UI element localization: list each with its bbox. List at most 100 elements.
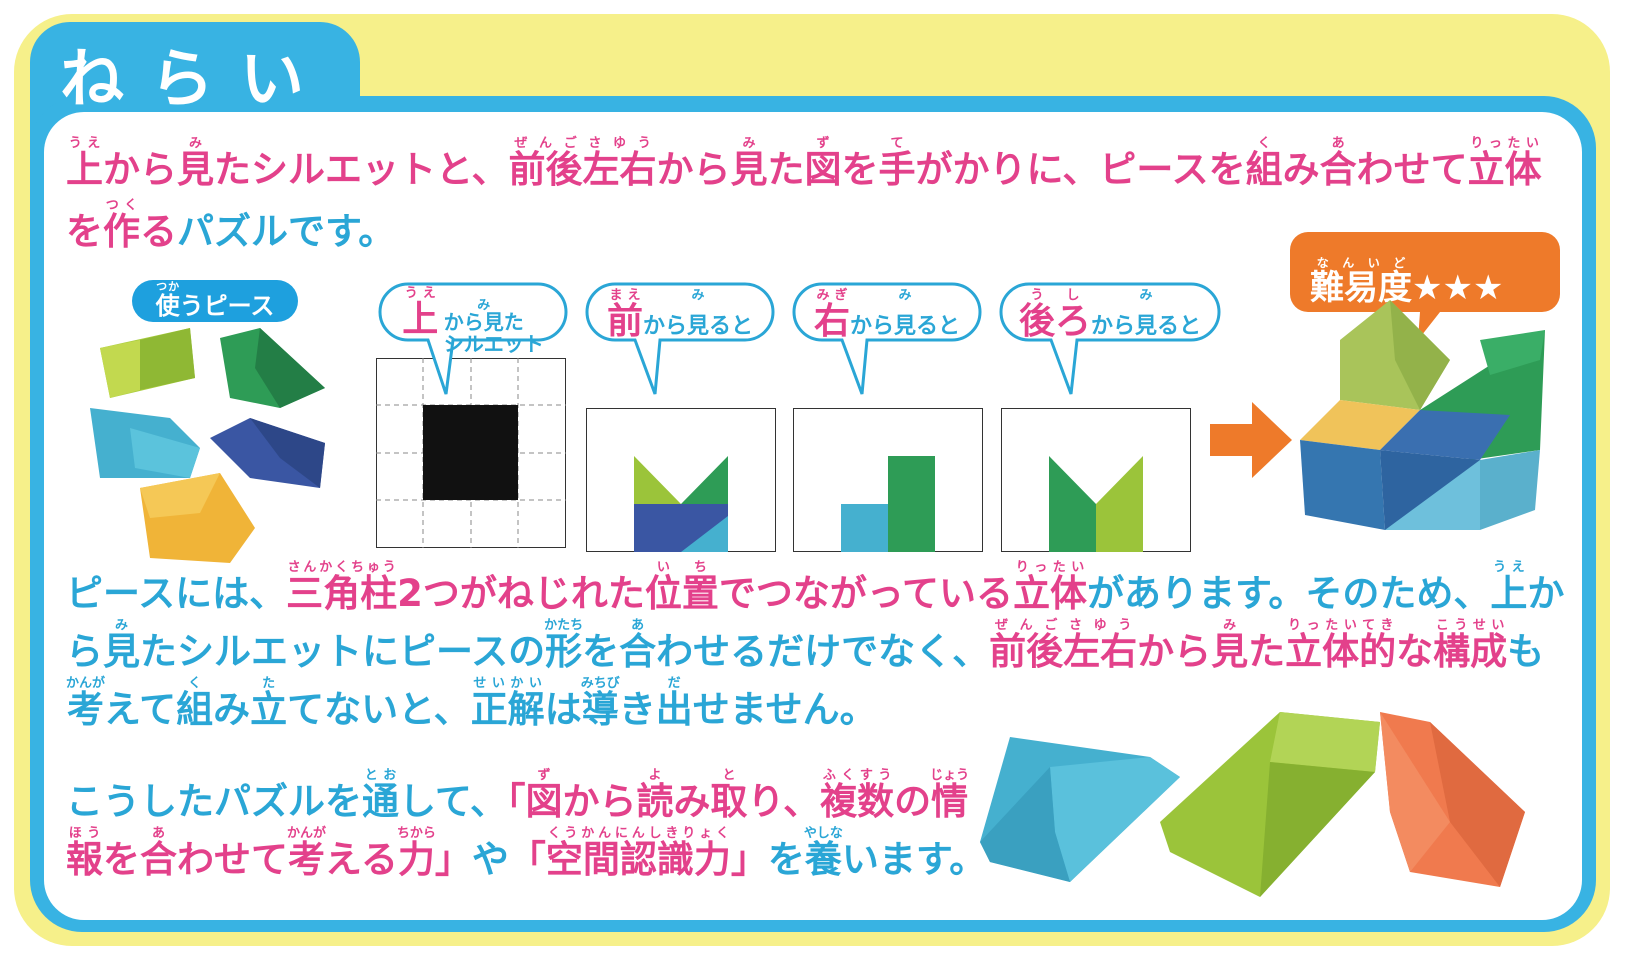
- bubble-right: 右みぎから見るとみ: [792, 282, 982, 402]
- pieces-label: 使つかうピース: [132, 280, 298, 322]
- text-segment: み: [673, 780, 711, 823]
- text-segment: を: [767, 838, 805, 881]
- difficulty-stars: ★★★: [1412, 268, 1504, 308]
- piece-coral-wedge: [1380, 712, 1525, 887]
- back-view: [1001, 408, 1191, 552]
- piece-green-wedge: [1160, 712, 1380, 897]
- text-segment: 立体りったい: [1013, 560, 1088, 615]
- text-segment: います。: [841, 838, 987, 881]
- page-title: ねらい: [60, 43, 330, 117]
- intro-line-1: 上うえから見みたシルエットと、前後左右ぜんごさゆうから見みた図ずを手てがかりに、…: [66, 136, 1542, 199]
- text-segment: み: [1282, 148, 1320, 191]
- text-segment: えて: [104, 688, 177, 731]
- text-segment: たシルエットと、: [214, 148, 509, 191]
- assembled-puzzle-illustration: [1300, 300, 1545, 530]
- text-segment: 見み: [1211, 618, 1249, 673]
- text-segment: たシルエットにピースの: [140, 630, 546, 673]
- text-segment: 養やしな: [803, 826, 843, 881]
- difficulty-badge: 難易度なんいど★★★: [1290, 232, 1560, 340]
- text-segment: 出だ: [655, 676, 693, 731]
- text-segment: 力ちから: [396, 826, 436, 881]
- text-segment: ら: [66, 630, 103, 673]
- text-segment: 」: [434, 838, 472, 881]
- text-segment: は: [544, 688, 582, 731]
- text-segment: があります。そのため、: [1087, 572, 1491, 615]
- text-segment: 」: [730, 838, 768, 881]
- text-segment: 組く: [176, 676, 214, 731]
- text-segment: せません。: [692, 688, 877, 731]
- text-segment: 構成こうせい: [1433, 618, 1508, 673]
- piece-gold: [140, 473, 255, 563]
- text-segment: 組く: [1245, 136, 1283, 191]
- text-segment: でつながっている: [718, 572, 1014, 615]
- text-segment: 合あ: [140, 826, 177, 881]
- text-segment: 立た: [250, 676, 288, 731]
- text-segment: がかりに、ピースを: [915, 148, 1246, 191]
- text-segment: 上うえ: [1490, 560, 1528, 615]
- text-segment: 考かんが: [66, 676, 106, 731]
- text-segment: 図ず: [525, 768, 563, 823]
- text-segment: 通とお: [362, 768, 399, 823]
- text-segment: 立体りったい: [1467, 136, 1542, 191]
- text-segment: 導みちび: [580, 676, 620, 731]
- text-segment: た: [1248, 630, 1286, 673]
- text-segment: 作つく: [103, 198, 140, 253]
- text-segment: 正解せいかい: [470, 676, 545, 731]
- bubble-back: 後ろうしから見るとみ: [999, 282, 1221, 402]
- text-segment: か: [1527, 572, 1565, 615]
- text-segment: も: [1507, 630, 1545, 673]
- piece-navy: [210, 418, 325, 488]
- closing-line-1: こうしたパズルを通とおして、「図ずから読よみ取とり、複数ふくすうの情じょう: [66, 768, 969, 831]
- intro-line-2: を作つくるパズルです。: [66, 198, 395, 261]
- piece-yellow-green: [100, 328, 195, 398]
- text-segment: 報ほう: [66, 826, 103, 881]
- pieces-illustration: [90, 328, 325, 563]
- body-line-2: ら見みたシルエットにピースの形かたちを合あわせるだけでなく、前後左右ぜんごさゆう…: [66, 618, 1544, 681]
- text-segment: わせるだけでなく、: [656, 630, 990, 673]
- bubble-top: 上うえ から見たみシルエット: [378, 282, 568, 402]
- text-segment: る: [140, 210, 177, 253]
- text-segment: 情じょう: [930, 768, 970, 823]
- bottom-pieces-illustration: [980, 712, 1525, 897]
- arrow-right-icon: [1210, 402, 1292, 478]
- text-segment: 位置いち: [644, 560, 719, 615]
- text-segment: こうしたパズルを: [66, 780, 362, 823]
- text-segment: 前後左右ぜんごさゆう: [508, 136, 657, 191]
- piece-blue-wedge: [980, 737, 1180, 882]
- front-view: [586, 408, 776, 552]
- text-segment: して、: [399, 780, 508, 823]
- body-line-3: 考かんがえて組くみ立たてないと、正解せいかいは導みちびき出だせません。: [66, 676, 877, 739]
- text-segment: 形かたち: [544, 618, 584, 673]
- text-segment: 三角柱さんかくちゅう: [286, 560, 398, 615]
- bubble-front: 前まえから見るとみ: [585, 282, 775, 402]
- text-segment: 前後左右ぜんごさゆう: [989, 618, 1138, 673]
- text-segment: や: [471, 838, 509, 881]
- text-segment: パズルです。: [177, 210, 396, 253]
- text-segment: 立体的りったいてき: [1285, 618, 1397, 673]
- text-segment: 2つがねじれた: [397, 572, 645, 615]
- text-segment: わせて: [177, 838, 288, 881]
- text-segment: てないと、: [287, 688, 471, 731]
- text-segment: な: [1396, 630, 1434, 673]
- text-segment: た: [767, 148, 805, 191]
- text-segment: から: [1137, 630, 1212, 673]
- text-segment: を: [66, 210, 103, 253]
- text-segment: から: [562, 780, 637, 823]
- text-segment: 合あ: [1319, 136, 1357, 191]
- right-view: [793, 408, 983, 552]
- text-segment: 読よ: [636, 768, 674, 823]
- text-segment: を: [103, 838, 140, 881]
- text-segment: わせて: [1356, 148, 1468, 191]
- text-segment: き: [618, 688, 656, 731]
- text-segment: 上うえ: [66, 136, 103, 191]
- text-segment: 「: [508, 838, 546, 881]
- text-segment: 見み: [730, 136, 768, 191]
- text-segment: 図ず: [804, 136, 842, 191]
- text-segment: 取と: [710, 768, 748, 823]
- body-line-1: ピースには、三角柱さんかくちゅう2つがねじれた位置いちでつながっている立体りった…: [66, 560, 1564, 623]
- text-segment: 見み: [103, 618, 140, 673]
- text-segment: を: [582, 630, 620, 673]
- text-segment: 考かんが: [287, 826, 327, 881]
- text-segment: み: [213, 688, 251, 731]
- text-segment: 見み: [177, 136, 214, 191]
